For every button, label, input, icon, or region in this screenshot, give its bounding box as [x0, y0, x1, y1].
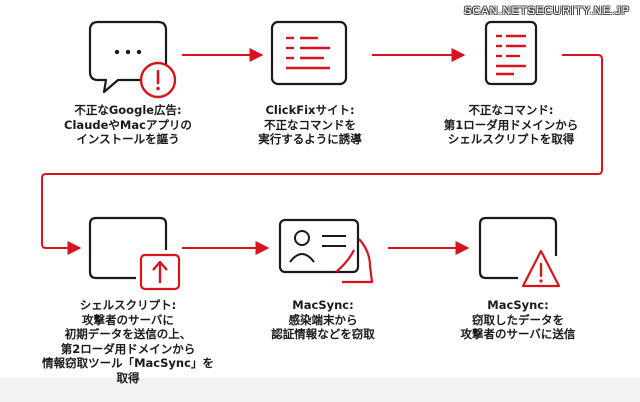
window-upload-icon	[88, 216, 181, 291]
chat-bubble-alert-icon	[88, 20, 177, 99]
footer-band	[0, 378, 640, 402]
step-2-label: ClickFixサイト: 不正なコマンドを 実行するように誘導	[258, 103, 362, 146]
step-4-label: シェルスクリプト: 攻撃者のサーバに 初期データを送信の上、 第2ローダ用ドメイ…	[42, 298, 214, 385]
step-3-label: 不正なコマンド: 第1ローダ用ドメインから シェルスクリプトを取得	[443, 103, 579, 146]
arrow-step3-to-step4	[41, 54, 603, 255]
document-command-icon	[484, 20, 538, 86]
browser-window-icon	[270, 20, 348, 86]
step-6-label: MacSync: 窃取したデータを 攻撃者のサーバに送信	[460, 298, 576, 341]
step-5-label: MacSync: 感染端末から 認証情報などを窃取	[271, 298, 375, 341]
watermark: SCAN.NETSECURITY.NE.JP	[463, 5, 630, 17]
id-card-hand-icon	[278, 218, 374, 284]
step-1-label: 不正なGoogle広告: ClaudeやMacアプリの インストールを謳う	[64, 103, 192, 146]
window-warning-icon	[478, 216, 561, 288]
